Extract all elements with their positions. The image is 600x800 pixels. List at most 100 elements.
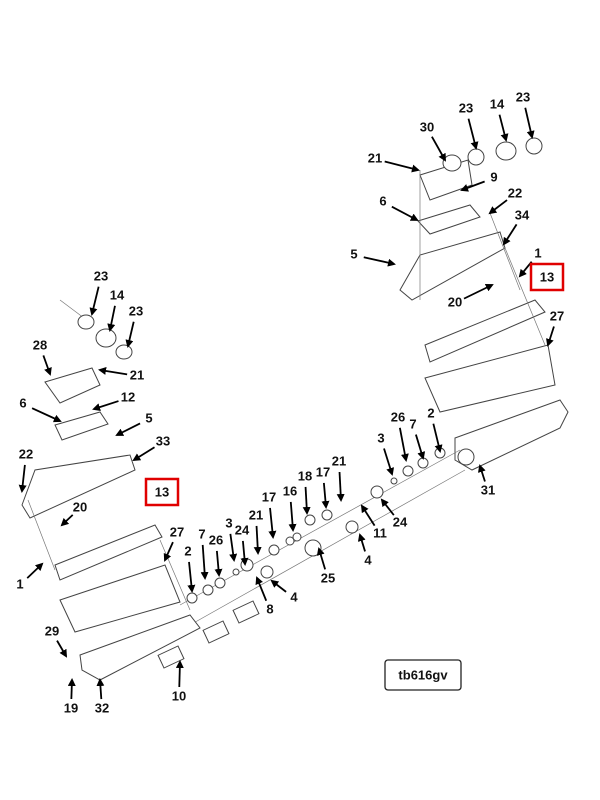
callout-label-9: 9 bbox=[490, 169, 497, 184]
callout-label-5: 5 bbox=[145, 410, 152, 425]
callout-arrow bbox=[187, 561, 196, 593]
callout-label-32: 32 bbox=[95, 700, 109, 715]
callout-arrow bbox=[253, 525, 262, 555]
callout-label-6: 6 bbox=[19, 395, 26, 410]
callout-arrow bbox=[467, 118, 479, 150]
callout-label-2: 2 bbox=[184, 543, 191, 558]
callout-arrow bbox=[18, 464, 27, 493]
callout-label-23: 23 bbox=[459, 100, 473, 115]
callout-label-23: 23 bbox=[516, 89, 530, 104]
callout-label-19: 19 bbox=[64, 700, 78, 715]
callout-arrow bbox=[363, 256, 396, 267]
callout-arrow bbox=[357, 533, 366, 552]
callout-arrow bbox=[200, 544, 209, 580]
reference-code-box: tb616gv bbox=[384, 659, 462, 691]
callout-arrow bbox=[115, 422, 141, 436]
callout-arrow bbox=[432, 423, 443, 453]
right-exhaust-manifold bbox=[399, 231, 506, 301]
right-lower-manifold bbox=[454, 399, 569, 471]
callout-label-10: 10 bbox=[172, 688, 186, 703]
callout-arrow bbox=[26, 562, 44, 579]
callout-label-26: 26 bbox=[209, 532, 223, 547]
right-port bbox=[457, 448, 475, 466]
callout-arrow bbox=[336, 471, 345, 502]
callout-arrow bbox=[270, 579, 287, 593]
callout-label-27: 27 bbox=[170, 524, 184, 539]
callout-label-17: 17 bbox=[262, 489, 276, 504]
callout-arrows bbox=[18, 107, 555, 700]
callout-arrow bbox=[125, 321, 135, 348]
callout-label-30: 30 bbox=[420, 119, 434, 134]
callout-arrow bbox=[60, 514, 74, 527]
right-elbow-outlet bbox=[419, 137, 543, 201]
callout-label-21: 21 bbox=[249, 507, 263, 522]
callout-arrow bbox=[56, 640, 68, 658]
callout-arrow bbox=[214, 550, 223, 577]
callout-arrow bbox=[360, 504, 376, 527]
callout-arrow bbox=[383, 448, 395, 476]
callout-arrow bbox=[380, 498, 395, 516]
callout-label-24: 24 bbox=[235, 522, 250, 537]
callout-label-20: 20 bbox=[73, 499, 87, 514]
callout-label-34: 34 bbox=[515, 207, 530, 222]
callout-label-21: 21 bbox=[368, 150, 382, 165]
callout-label-13: 13 bbox=[155, 484, 169, 499]
callout-arrow bbox=[98, 367, 128, 376]
callout-label-6: 6 bbox=[379, 193, 386, 208]
callout-label-2: 2 bbox=[427, 405, 434, 420]
callout-label-13: 13 bbox=[540, 269, 554, 284]
left-elbow-outlet bbox=[44, 314, 133, 404]
callout-arrow bbox=[31, 407, 62, 423]
callout-arrow bbox=[302, 486, 311, 515]
right-gasket-lower bbox=[424, 344, 556, 413]
callout-arrow bbox=[268, 507, 277, 539]
callout-arrow bbox=[288, 501, 297, 532]
callout-arrow bbox=[460, 180, 485, 192]
callout-label-22: 22 bbox=[19, 446, 33, 461]
callout-label-20: 20 bbox=[448, 294, 462, 309]
callout-label-33: 33 bbox=[156, 433, 170, 448]
callout-label-12: 12 bbox=[121, 389, 135, 404]
callout-arrow bbox=[431, 136, 446, 162]
callout-label-23: 23 bbox=[94, 268, 108, 283]
callout-arrow bbox=[240, 540, 249, 566]
callout-arrow bbox=[498, 114, 509, 142]
highlighted-callout-left[interactable]: 13 bbox=[144, 477, 180, 507]
callout-arrow bbox=[463, 284, 494, 300]
callout-arrow bbox=[132, 446, 155, 462]
callout-label-25: 25 bbox=[321, 570, 335, 585]
port-gaskets bbox=[157, 600, 260, 669]
callout-arrow bbox=[316, 547, 326, 570]
highlighted-callout-right[interactable]: 13 bbox=[529, 262, 565, 292]
left-gasket bbox=[54, 411, 109, 441]
callout-label-26: 26 bbox=[391, 409, 405, 424]
callout-label-16: 16 bbox=[283, 483, 297, 498]
callout-label-8: 8 bbox=[266, 601, 273, 616]
callout-arrow bbox=[163, 541, 174, 562]
left-gasket-lower bbox=[59, 564, 181, 633]
callout-label-14: 14 bbox=[110, 287, 125, 302]
callout-label-31: 31 bbox=[481, 482, 495, 497]
callout-arrow bbox=[546, 326, 555, 347]
callout-label-14: 14 bbox=[490, 96, 505, 111]
left-exhaust-manifold bbox=[21, 454, 136, 519]
callout-label-28: 28 bbox=[33, 337, 47, 352]
callout-label-11: 11 bbox=[373, 525, 387, 540]
callout-arrow bbox=[89, 286, 100, 316]
callout-arrow bbox=[67, 678, 76, 700]
callout-arrow bbox=[175, 660, 184, 688]
callout-label-5: 5 bbox=[350, 246, 357, 261]
callout-arrow bbox=[398, 427, 409, 462]
callout-arrow bbox=[384, 160, 420, 173]
callout-label-1: 1 bbox=[16, 576, 23, 591]
left-lower-manifold bbox=[79, 614, 201, 681]
right-heat-exchanger bbox=[424, 299, 546, 363]
callout-label-17: 17 bbox=[316, 464, 330, 479]
parts-drawing bbox=[21, 137, 569, 681]
callout-arrow bbox=[229, 533, 238, 562]
callout-arrow bbox=[42, 355, 52, 376]
callout-label-21: 21 bbox=[130, 367, 144, 382]
callout-label-4: 4 bbox=[364, 552, 372, 567]
callout-arrow bbox=[92, 400, 119, 411]
